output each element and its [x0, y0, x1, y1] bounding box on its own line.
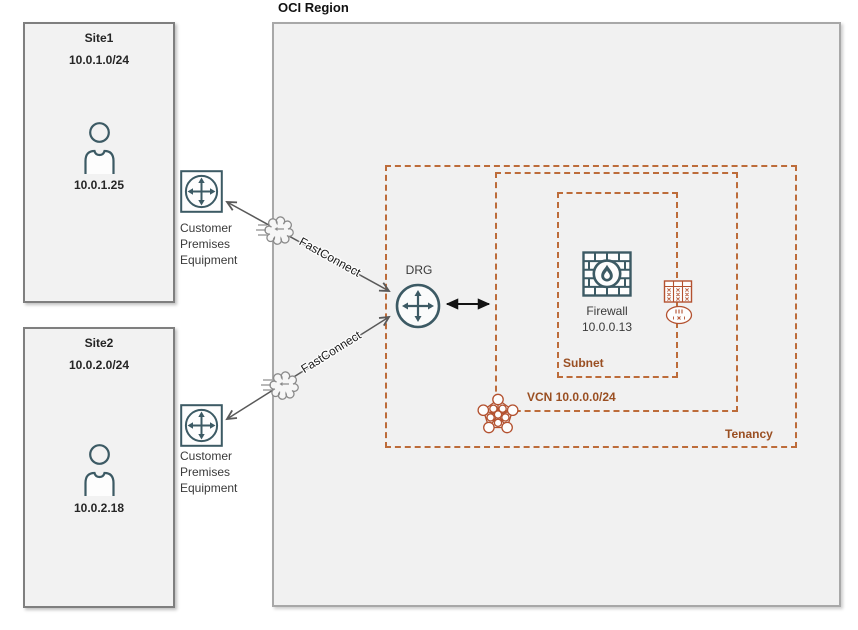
oci-region-box	[272, 22, 841, 607]
router-icon	[394, 282, 442, 335]
vcn-network-icon	[474, 393, 522, 443]
router-icon	[180, 404, 223, 452]
site2-box	[23, 327, 175, 608]
site2-host-ip: 10.0.2.18	[73, 501, 125, 515]
cpe2-label-line2: Premises	[180, 465, 231, 479]
site1-title: Site1	[84, 31, 114, 45]
firewall-ip: 10.0.0.13	[581, 320, 633, 334]
tenancy-box	[385, 165, 797, 448]
cpe1-label-line1: Customer	[180, 221, 233, 235]
route-table-icon	[663, 279, 693, 309]
user-icon	[81, 443, 118, 501]
site1-host-ip: 10.0.1.25	[73, 178, 125, 192]
tenancy-label: Tenancy	[725, 427, 773, 441]
firewall-label: Firewall	[586, 304, 628, 318]
firewall-icon	[582, 251, 632, 302]
cpe2-label-line1: Customer	[180, 449, 233, 463]
site2-title: Site2	[84, 336, 114, 350]
subnet-label: Subnet	[563, 356, 604, 370]
cpe2-label-line3: Equipment	[180, 481, 238, 495]
router-icon	[180, 170, 223, 218]
security-list-icon	[665, 305, 693, 330]
cpe1-label-line3: Equipment	[180, 253, 238, 267]
vcn-label: VCN 10.0.0.0/24	[527, 390, 616, 404]
cpe1-label-line2: Premises	[180, 237, 231, 251]
oci-region-title: OCI Region	[278, 0, 349, 15]
user-icon	[81, 121, 118, 179]
site1-cidr: 10.0.1.0/24	[68, 53, 130, 67]
vcn-box	[495, 172, 738, 412]
drg-label: DRG	[405, 263, 433, 277]
site2-cidr: 10.0.2.0/24	[68, 358, 130, 372]
